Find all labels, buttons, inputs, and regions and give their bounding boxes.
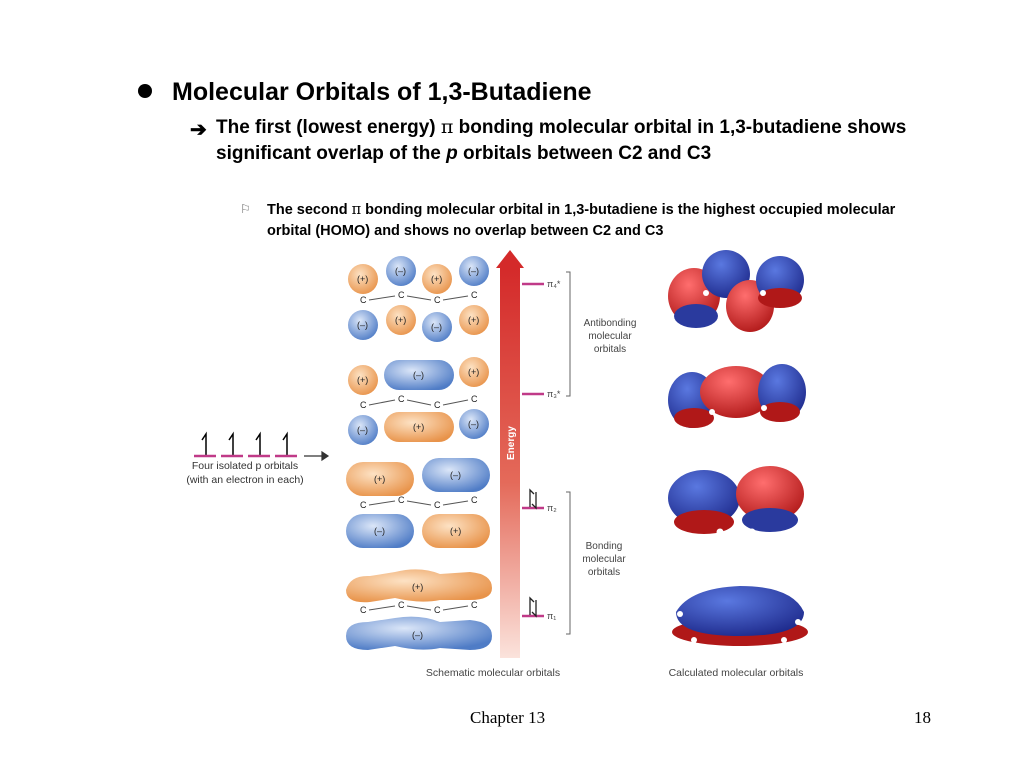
- calculated-pi4: [668, 250, 804, 332]
- pi-symbol: π: [351, 202, 362, 218]
- svg-text:C: C: [471, 600, 478, 610]
- svg-text:(–): (–): [468, 266, 479, 276]
- svg-text:(+): (+): [395, 315, 406, 325]
- orbital-group-labels: Antibonding molecular orbitals Bonding m…: [566, 271, 637, 635]
- svg-text:(+): (+): [357, 375, 368, 385]
- schematic-pi3: (+) (–) (+) (–) (+) (–) C C C C: [348, 357, 489, 445]
- svg-text:(+): (+): [357, 274, 368, 284]
- level-pi4: π₄*: [547, 279, 561, 289]
- caption-schematic: Schematic molecular orbitals: [426, 667, 560, 679]
- schematic-orbitals: (+) (–) (+) (–) (–) (+) (–) (+) C C C C (+) (–)…: [346, 256, 492, 650]
- svg-text:(+): (+): [468, 367, 479, 377]
- svg-text:C: C: [398, 495, 405, 505]
- svg-text:C: C: [360, 500, 367, 510]
- svg-text:C: C: [434, 400, 441, 410]
- svg-text:(+): (+): [431, 274, 442, 284]
- energy-arrow: Energy: [496, 250, 524, 658]
- svg-text:(–): (–): [395, 266, 406, 276]
- svg-text:orbitals: orbitals: [588, 567, 620, 578]
- level-pi2: π₂: [547, 503, 557, 513]
- svg-text:(+): (+): [468, 315, 479, 325]
- svg-text:Bonding: Bonding: [586, 541, 623, 552]
- bullet-dot-icon: [138, 84, 152, 98]
- svg-text:molecular: molecular: [588, 331, 632, 342]
- svg-text:(–): (–): [413, 370, 424, 380]
- svg-text:(–): (–): [450, 470, 461, 480]
- energy-label: Energy: [506, 426, 517, 460]
- svg-text:(–): (–): [357, 425, 368, 435]
- calculated-orbitals: [668, 250, 808, 646]
- isolated-p-orbitals: Four isolated p orbitals (with an electr…: [186, 431, 330, 486]
- flag-icon: ⚐: [240, 202, 251, 216]
- arrow-right-icon: ➔: [190, 119, 207, 141]
- svg-text:Antibonding: Antibonding: [584, 318, 637, 329]
- calculated-pi3: [668, 364, 806, 428]
- svg-text:(+): (+): [374, 474, 385, 484]
- sub-point-text: The second π bonding molecular orbital i…: [267, 202, 896, 239]
- pi-symbol: π: [440, 116, 454, 138]
- slide-title: Molecular Orbitals of 1,3-Butadiene: [172, 78, 592, 106]
- svg-text:C: C: [360, 295, 367, 305]
- svg-text:orbitals: orbitals: [594, 344, 626, 355]
- isolated-label-2: (with an electron in each): [186, 474, 303, 486]
- svg-text:molecular: molecular: [582, 554, 626, 565]
- svg-text:C: C: [398, 600, 405, 610]
- svg-text:C: C: [434, 500, 441, 510]
- svg-text:C: C: [434, 295, 441, 305]
- schematic-pi2: (+) (–) (–) (+) C C C C: [346, 458, 490, 548]
- calculated-pi2: [668, 466, 804, 540]
- level-pi3: π₃*: [547, 389, 561, 399]
- energy-levels: π₄* π₃* π₂ π₁: [522, 279, 561, 621]
- svg-text:C: C: [434, 605, 441, 615]
- svg-text:C: C: [471, 495, 478, 505]
- svg-text:C: C: [398, 290, 405, 300]
- svg-text:(+): (+): [412, 582, 423, 592]
- svg-text:C: C: [360, 400, 367, 410]
- svg-text:C: C: [360, 605, 367, 615]
- footer-chapter: Chapter 13: [470, 708, 546, 727]
- svg-text:C: C: [471, 394, 478, 404]
- svg-text:(–): (–): [431, 322, 442, 332]
- svg-text:(–): (–): [468, 419, 479, 429]
- level-pi1: π₁: [547, 611, 556, 621]
- svg-text:(–): (–): [374, 526, 385, 536]
- schematic-pi1: (+) (–) C C C C: [346, 569, 492, 650]
- caption-calculated: Calculated molecular orbitals: [669, 667, 804, 679]
- svg-text:(–): (–): [412, 630, 423, 640]
- calculated-pi1: [672, 586, 808, 646]
- svg-text:C: C: [471, 290, 478, 300]
- svg-text:(+): (+): [413, 422, 424, 432]
- schematic-pi4: (+) (–) (+) (–) (–) (+) (–) (+) C C C C: [348, 256, 489, 342]
- svg-text:C: C: [398, 394, 405, 404]
- svg-text:(+): (+): [450, 526, 461, 536]
- svg-text:(–): (–): [357, 320, 368, 330]
- main-point-text: The first (lowest energy) π bonding mole…: [216, 116, 907, 164]
- page-number: 18: [914, 708, 931, 727]
- isolated-label: Four isolated p orbitals: [192, 460, 298, 472]
